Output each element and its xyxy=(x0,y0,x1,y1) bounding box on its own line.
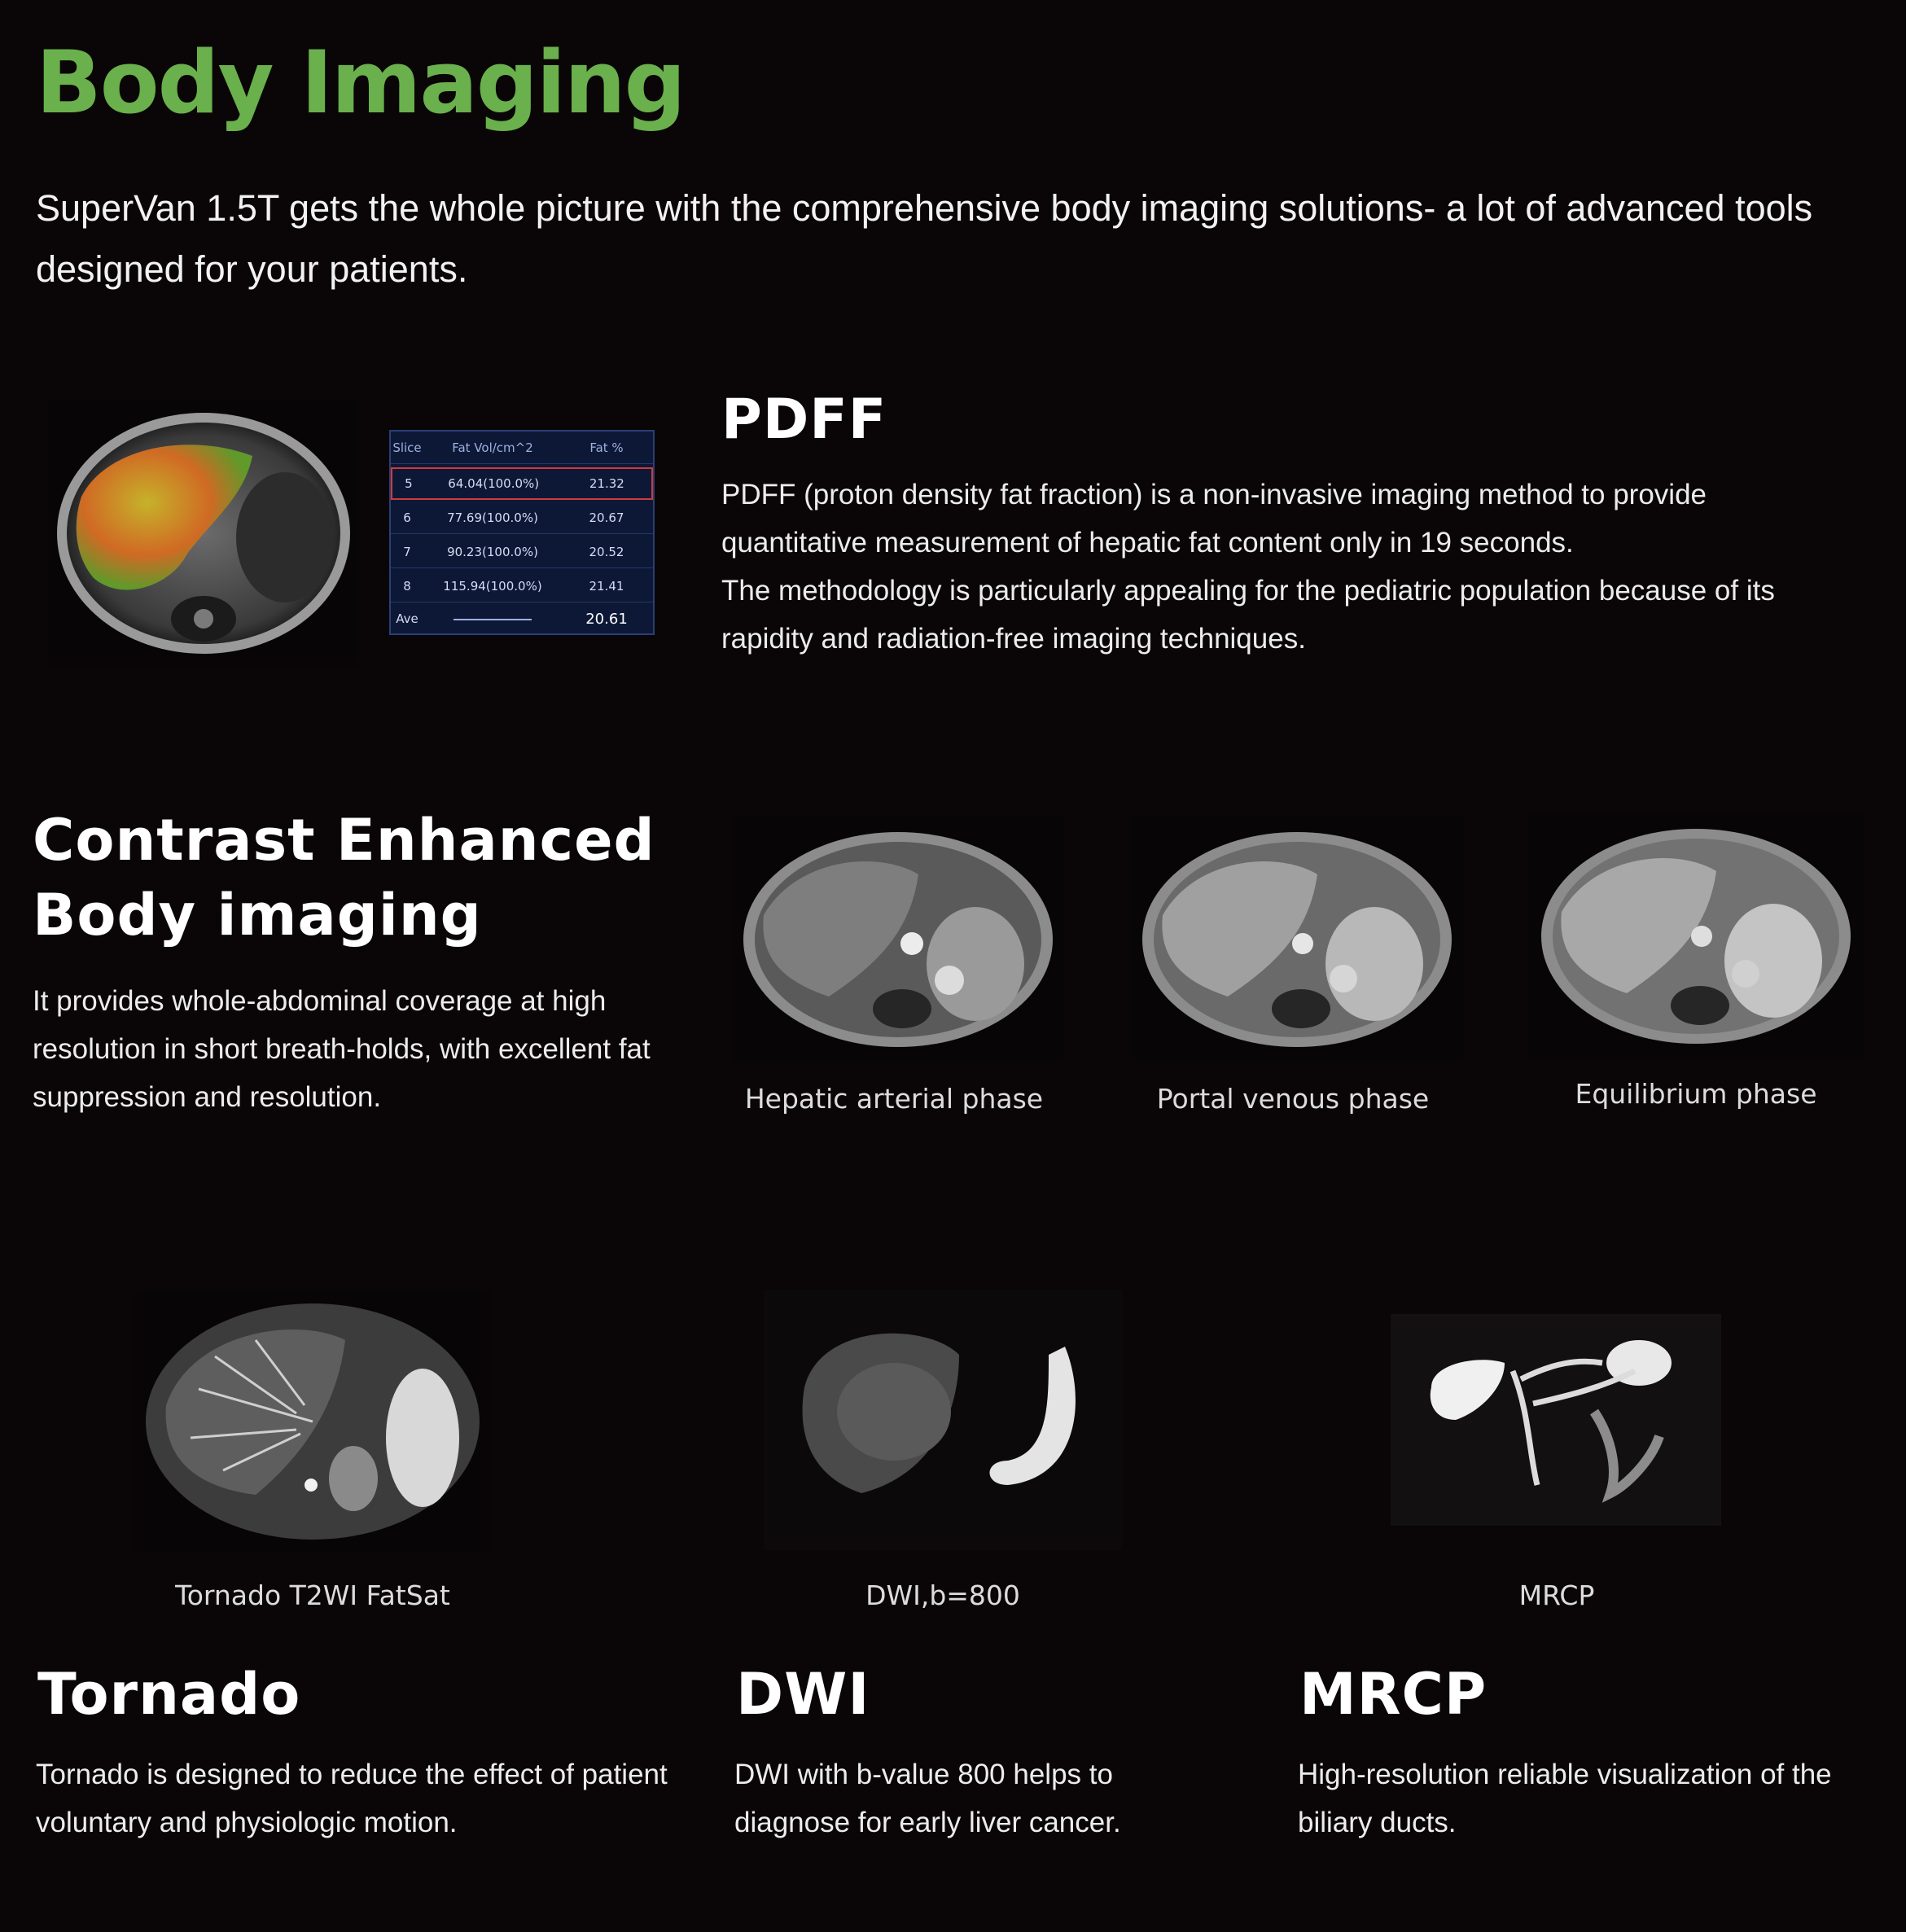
intro-text: SuperVan 1.5T gets the whole picture wit… xyxy=(36,187,1813,290)
caption-arterial: Hepatic arterial phase xyxy=(744,1083,1044,1115)
average-value: 20.61 xyxy=(585,610,628,628)
pdff-text-1: PDFF (proton density fat fraction) is a … xyxy=(721,479,1707,559)
table-header-cell: Fat Vol/cm^2 xyxy=(452,440,533,455)
pdff-heading: PDFF xyxy=(721,388,887,452)
contrast-heading-line1: Contrast Enhanced xyxy=(33,807,655,874)
table-cell: 20.52 xyxy=(589,544,624,559)
mrcp-text: High-resolution reliable visualization o… xyxy=(1298,1759,1832,1838)
tornado-heading: Tornado xyxy=(37,1661,301,1728)
table-header-row: Slice Fat Vol/cm^2 Fat % xyxy=(391,432,653,464)
table-cell: 21.41 xyxy=(589,578,624,594)
table-cell: 5 xyxy=(405,476,413,491)
caption-tornado: Tornado T2WI FatSat xyxy=(175,1579,450,1611)
caption-portal: Portal venous phase xyxy=(1156,1083,1430,1115)
mrcp-image xyxy=(1391,1314,1721,1526)
table-cell: 64.04(100.0%) xyxy=(448,476,540,491)
table-cell: 6 xyxy=(403,510,411,525)
table-average-row: Ave 20.61 xyxy=(391,602,653,635)
average-label: Ave xyxy=(396,611,418,626)
dwi-heading: DWI xyxy=(736,1661,870,1728)
tornado-t2wi-image xyxy=(134,1291,492,1552)
contrast-text: It provides whole-abdominal coverage at … xyxy=(33,985,651,1113)
equilibrium-phase-image xyxy=(1529,814,1863,1058)
average-divider xyxy=(423,611,562,626)
mrcp-heading: MRCP xyxy=(1299,1661,1488,1728)
caption-dwi: DWI,b=800 xyxy=(865,1579,1020,1611)
arterial-phase-image xyxy=(731,817,1065,1062)
table-cell: 115.94(100.0%) xyxy=(443,578,542,594)
table-cell: 7 xyxy=(403,544,411,559)
pdff-fat-table: Slice Fat Vol/cm^2 Fat % 5 64.04(100.0%)… xyxy=(389,430,655,635)
table-cell: 77.69(100.0%) xyxy=(447,510,538,525)
contrast-heading-line2: Body imaging xyxy=(33,882,482,948)
table-cell: 21.32 xyxy=(589,476,624,491)
page-title: Body Imaging xyxy=(36,33,686,133)
table-row: 7 90.23(100.0%) 20.52 xyxy=(391,536,653,568)
table-row: 8 115.94(100.0%) 21.41 xyxy=(391,570,653,602)
table-cell: 8 xyxy=(403,578,411,594)
table-row: 5 64.04(100.0%) 21.32 xyxy=(391,467,653,500)
table-cell: 20.67 xyxy=(589,510,624,525)
pdff-liver-image xyxy=(49,399,358,668)
table-row: 6 77.69(100.0%) 20.67 xyxy=(391,502,653,534)
table-header-cell: Slice xyxy=(392,440,422,455)
caption-mrcp: MRCP xyxy=(1518,1579,1595,1611)
table-cell: 90.23(100.0%) xyxy=(447,544,538,559)
contrast-heading: Contrast Enhanced Body imaging xyxy=(33,803,655,953)
caption-equilibrium: Equilibrium phase xyxy=(1575,1078,1817,1110)
tornado-text: Tornado is designed to reduce the effect… xyxy=(36,1759,668,1838)
table-header-cell: Fat % xyxy=(589,440,624,455)
portal-venous-phase-image xyxy=(1130,817,1464,1062)
pdff-text-2: The methodology is particularly appealin… xyxy=(721,575,1775,655)
dwi-text: DWI with b-value 800 helps to diagnose f… xyxy=(734,1759,1121,1838)
dwi-image xyxy=(764,1290,1122,1550)
